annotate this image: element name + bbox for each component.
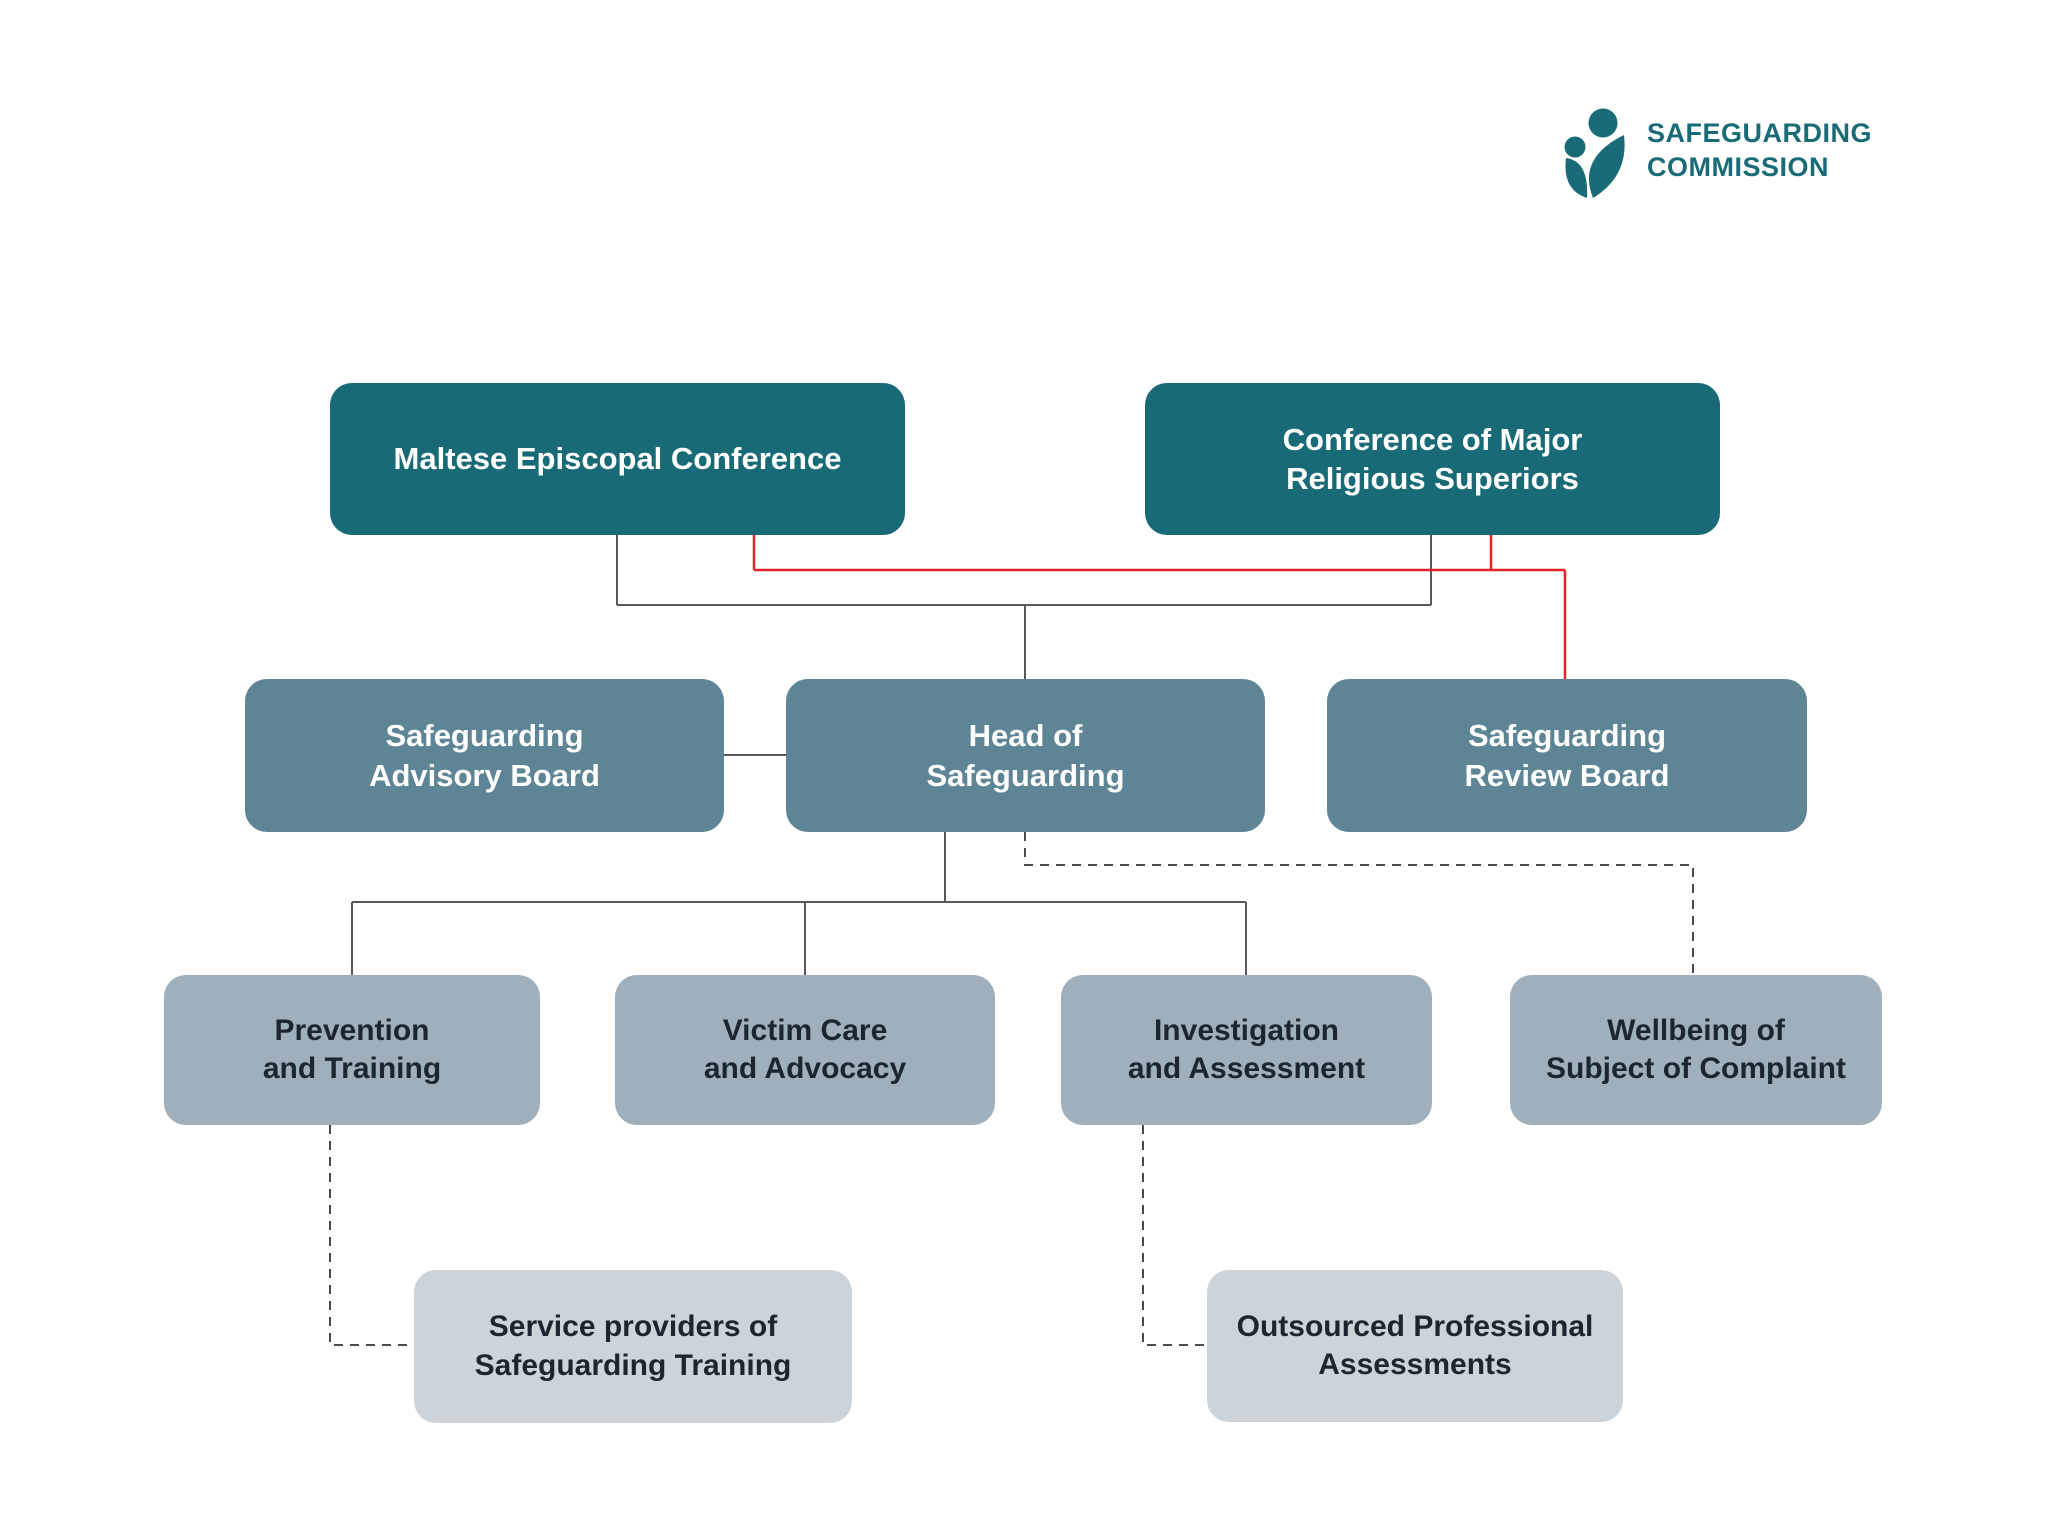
node-label: Head of Safeguarding — [926, 718, 1125, 793]
logo-wordmark: SAFEGUARDING COMMISSION — [1647, 116, 1872, 184]
node-safeguarding-advisory-board: Safeguarding Advisory Board — [245, 679, 724, 832]
logo-line2: COMMISSION — [1647, 152, 1830, 182]
node-label: Victim Care and Advocacy — [703, 1013, 907, 1085]
node-label: Prevention and Training — [262, 1013, 442, 1085]
node-label: Wellbeing of Subject of Complaint — [1546, 1013, 1846, 1085]
node-label: Safeguarding Review Board — [1464, 718, 1670, 793]
node-head-of-safeguarding: Head of Safeguarding — [786, 679, 1265, 832]
logo-line1: SAFEGUARDING — [1647, 118, 1873, 148]
node-label: Investigation and Assessment — [1127, 1013, 1366, 1085]
node-wellbeing-of-subject-of-complaint: Wellbeing of Subject of Complaint — [1510, 975, 1882, 1125]
node-safeguarding-review-board: Safeguarding Review Board — [1327, 679, 1807, 832]
parent-child-leaves-icon — [1564, 108, 1625, 198]
node-outsourced-professional-assessments: Outsourced Professional Assessments — [1207, 1270, 1623, 1422]
node-label: Maltese Episcopal Conference — [393, 441, 842, 477]
safeguarding-commission-logo: SAFEGUARDING COMMISSION — [1563, 108, 1872, 200]
node-label: Safeguarding Advisory Board — [369, 718, 600, 793]
node-prevention-and-training: Prevention and Training — [164, 975, 540, 1125]
node-conference-of-major-religious-superiors: Conference of Major Religious Superiors — [1145, 383, 1720, 535]
node-maltese-episcopal-conference: Maltese Episcopal Conference — [330, 383, 905, 535]
edge-dashed-links — [329, 832, 1694, 1346]
node-label: Conference of Major Religious Superiors — [1282, 421, 1583, 496]
node-victim-care-and-advocacy: Victim Care and Advocacy — [615, 975, 995, 1125]
node-investigation-and-assessment: Investigation and Assessment — [1061, 975, 1432, 1125]
node-label: Service providers of Safeguarding Traini… — [474, 1310, 792, 1382]
edge-parents-to-review-red — [752, 535, 1567, 679]
node-label: Outsourced Professional Assessments — [1236, 1309, 1594, 1381]
node-service-providers-of-safeguarding-training: Service providers of Safeguarding Traini… — [414, 1270, 852, 1423]
